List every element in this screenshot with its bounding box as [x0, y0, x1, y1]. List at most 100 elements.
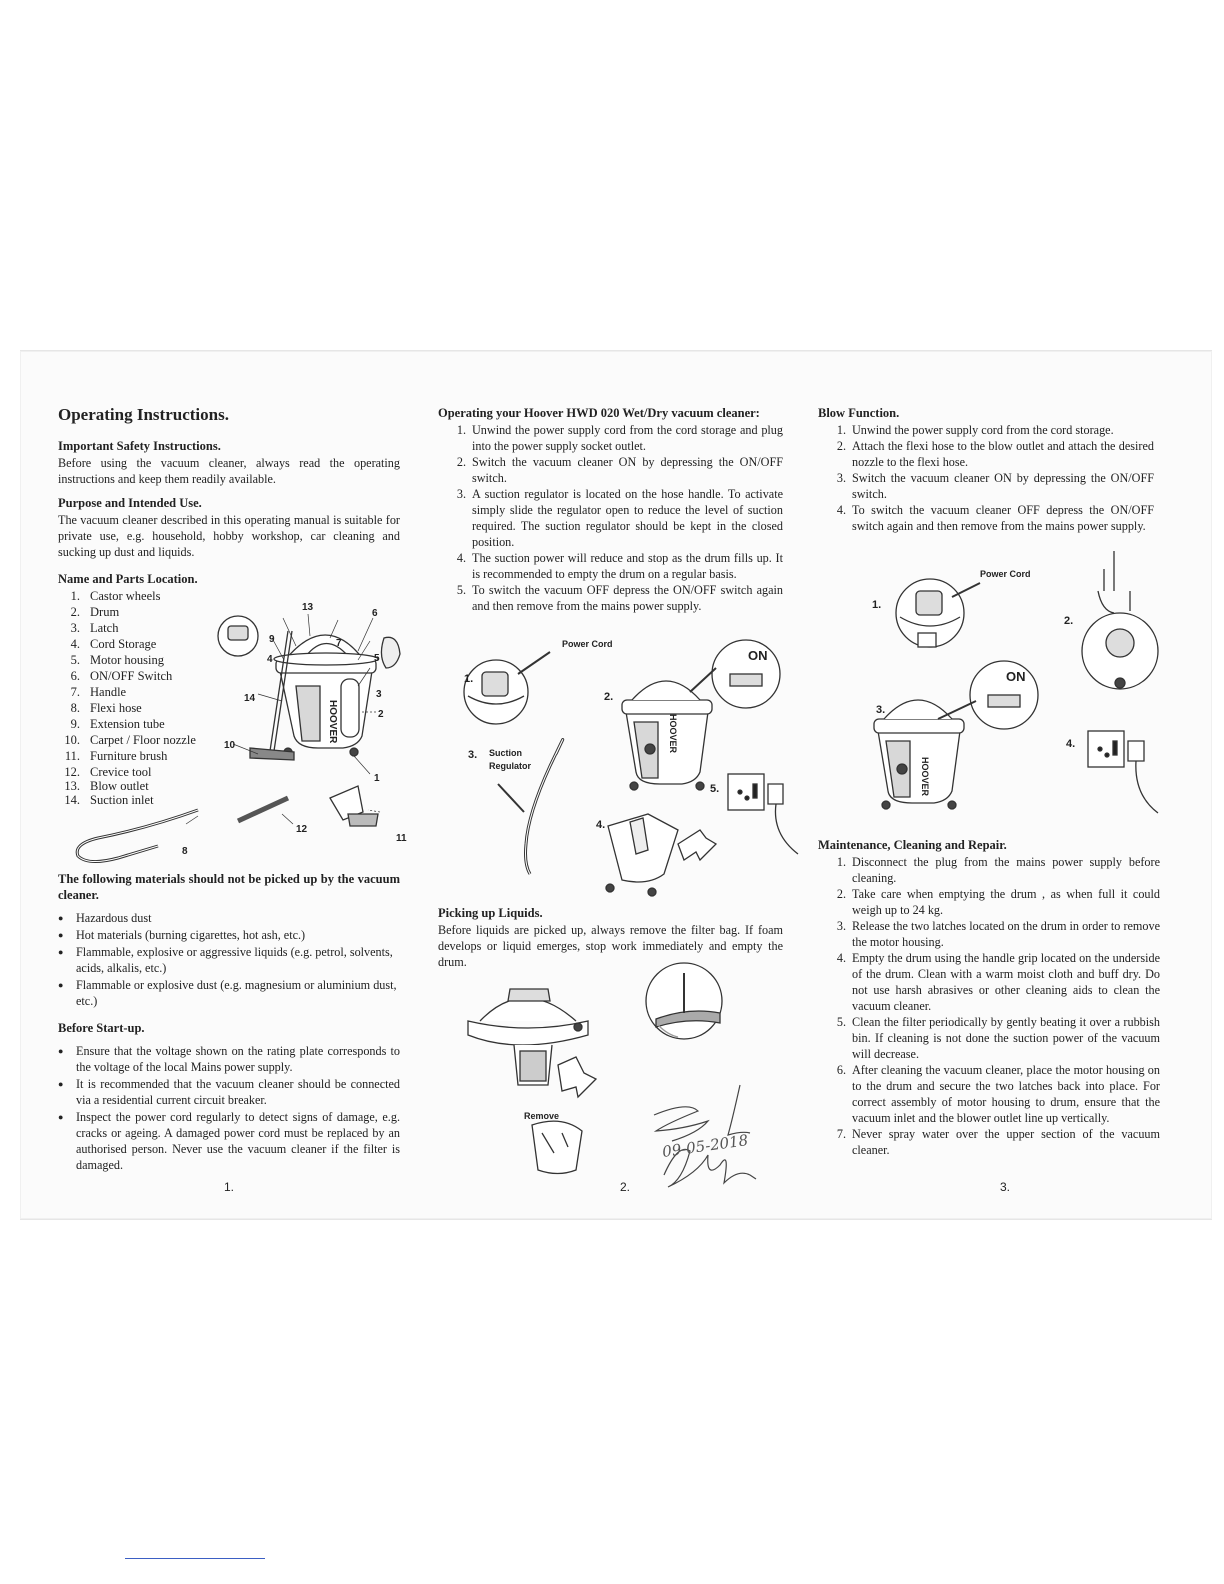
callout-1: 1 — [374, 773, 380, 784]
parts-heading: Name and Parts Location. — [58, 572, 198, 586]
list-item: 4.To switch the vacuum cleaner OFF depre… — [836, 503, 1154, 533]
callout-4: 4 — [267, 654, 273, 665]
step-label-1: 1. — [872, 599, 881, 611]
materials-list: Hazardous dust Hot materials (burning ci… — [58, 910, 400, 1009]
scanned-leaflet: Operating Instructions. Important Safety… — [20, 350, 1212, 1220]
list-item: 5.Clean the filter periodically by gentl… — [836, 1015, 1160, 1061]
footer-rule — [125, 1558, 265, 1559]
callout-12: 12 — [296, 824, 308, 835]
list-item: Hazardous dust — [58, 910, 400, 926]
purpose-heading: Purpose and Intended Use. — [58, 496, 202, 510]
list-item: Ensure that the voltage shown on the rat… — [58, 1043, 400, 1075]
list-item: 1.Unwind the power supply cord from the … — [456, 423, 783, 453]
page-number: 1. — [224, 1180, 235, 1194]
step-label-2: 2. — [604, 691, 613, 703]
list-item: Inspect the power cord regularly to dete… — [58, 1109, 400, 1173]
parts-list: 1.Castor wheels 2.Drum 3.Latch 4.Cord St… — [58, 588, 228, 807]
startup-section: Before Start-up. Ensure that the voltage… — [58, 1020, 400, 1174]
on-label: ON — [1006, 669, 1026, 684]
step-label-5: 5. — [710, 783, 719, 795]
maintenance-steps: 1.Disconnect the plug from the mains pow… — [818, 854, 1160, 1158]
operating-heading: Operating your Hoover HWD 020 Wet/Dry va… — [438, 406, 760, 420]
page-1: Operating Instructions. Important Safety… — [58, 351, 407, 1194]
list-item: Flammable, explosive or aggressive liqui… — [58, 944, 400, 976]
operating-diagram: HOOVER Power Cord ON Suction Regulator 1… — [463, 639, 799, 897]
callout-2: 2 — [378, 709, 384, 720]
startup-list: Ensure that the voltage shown on the rat… — [58, 1043, 400, 1173]
regulator-label: Regulator — [489, 761, 532, 771]
list-item: 7.Handle — [70, 685, 127, 699]
materials-section: The following materials should not be pi… — [58, 871, 400, 1010]
step-label-1: 1. — [464, 673, 473, 685]
safety-heading: Important Safety Instructions. — [58, 439, 221, 453]
callout-3: 3 — [376, 689, 382, 700]
list-item: 14.Suction inlet — [64, 793, 154, 807]
list-item: Flammable or explosive dust (e.g. magnes… — [58, 977, 400, 1009]
materials-heading: The following materials should not be pi… — [58, 872, 400, 902]
blow-steps: 1.Unwind the power supply cord from the … — [818, 422, 1154, 534]
blow-heading: Blow Function. — [818, 406, 900, 420]
purpose-text: The vacuum cleaner described in this ope… — [58, 513, 400, 559]
callout-6: 6 — [372, 608, 378, 619]
list-item: 4.The suction power will reduce and stop… — [456, 551, 783, 581]
list-item: 5.To switch the vacuum OFF depress the O… — [456, 583, 783, 613]
list-item: 2.Attach the flexi hose to the blow outl… — [836, 439, 1154, 469]
callout-11: 11 — [396, 833, 407, 844]
operating-steps: 1.Unwind the power supply cord from the … — [438, 422, 783, 614]
brand-label: HOOVER — [920, 757, 930, 797]
list-item: 5.Motor housing — [70, 653, 164, 667]
power-cord-label: Power Cord — [562, 639, 613, 649]
list-item: 9.Extension tube — [70, 717, 165, 731]
list-item: It is recommended that the vacuum cleane… — [58, 1076, 400, 1108]
filter-removal-diagram: Remove 09-05-2018 — [467, 962, 757, 1188]
suction-label: Suction — [489, 748, 522, 758]
list-item: 2.Drum — [70, 605, 120, 619]
blow-diagram: HOOVER Power Cord ON 1. 2. 3. 4. — [872, 551, 1159, 814]
step-label-2: 2. — [1064, 615, 1073, 627]
power-cord-label: Power Cord — [980, 569, 1031, 579]
maintenance-heading: Maintenance, Cleaning and Repair. — [818, 838, 1007, 852]
liquids-heading: Picking up Liquids. — [438, 906, 543, 920]
step-label-4: 4. — [596, 819, 605, 831]
page-title: Operating Instructions. — [58, 405, 229, 424]
list-item: 3.Switch the vacuum cleaner ON by depres… — [836, 471, 1154, 501]
parts-diagram: HOOVER 13 6 9 7 4 5 3 14 2 10 1 12 11 8 — [75, 602, 407, 863]
parts-section: Name and Parts Location. 1.Castor wheels… — [58, 571, 400, 807]
list-item: 4.Empty the drum using the handle grip l… — [836, 951, 1160, 1013]
list-item: 4.Cord Storage — [70, 637, 157, 651]
list-item: 2.Switch the vacuum cleaner ON by depres… — [456, 455, 783, 485]
callout-5: 5 — [374, 653, 380, 664]
handwritten-signature — [653, 1084, 757, 1188]
startup-heading: Before Start-up. — [58, 1021, 145, 1035]
callout-13: 13 — [302, 602, 314, 613]
list-item: 10.Carpet / Floor nozzle — [64, 733, 196, 747]
page-number: 3. — [1000, 1180, 1011, 1194]
list-item: 1.Disconnect the plug from the mains pow… — [836, 855, 1160, 885]
liquids-text: Before liquids are picked up, always rem… — [438, 923, 783, 969]
liquids-section: Picking up Liquids. Before liquids are p… — [438, 905, 783, 970]
handwritten-date: 09-05-2018 — [661, 1131, 749, 1161]
safety-section: Important Safety Instructions. Before us… — [58, 438, 400, 487]
list-item: 3.A suction regulator is located on the … — [456, 487, 783, 549]
list-item: 1.Castor wheels — [70, 589, 161, 603]
list-item: Hot materials (burning cigarettes, hot a… — [58, 927, 400, 943]
list-item: 12.Crevice tool — [64, 765, 152, 779]
list-item: 8.Flexi hose — [70, 701, 142, 715]
callout-9: 9 — [269, 634, 275, 645]
step-label-3: 3. — [468, 749, 477, 761]
list-item: 6.After cleaning the vacuum cleaner, pla… — [836, 1063, 1160, 1125]
step-label-4: 4. — [1066, 738, 1075, 750]
list-item: 7.Never spray water over the upper secti… — [836, 1127, 1160, 1157]
step-label-3: 3. — [876, 704, 885, 716]
list-item: 3.Latch — [70, 621, 119, 635]
brand-label: HOOVER — [668, 714, 678, 754]
callout-10: 10 — [224, 740, 236, 751]
on-label: ON — [748, 648, 768, 663]
safety-text: Before using the vacuum cleaner, always … — [58, 456, 400, 486]
callout-8: 8 — [182, 846, 188, 857]
page-3: Blow Function. 1.Unwind the power supply… — [818, 351, 1163, 1194]
page-number: 2. — [620, 1180, 631, 1194]
list-item: 2.Take care when emptying the drum , as … — [836, 887, 1160, 917]
brand-label: HOOVER — [327, 700, 338, 744]
remove-label: Remove — [524, 1111, 559, 1121]
